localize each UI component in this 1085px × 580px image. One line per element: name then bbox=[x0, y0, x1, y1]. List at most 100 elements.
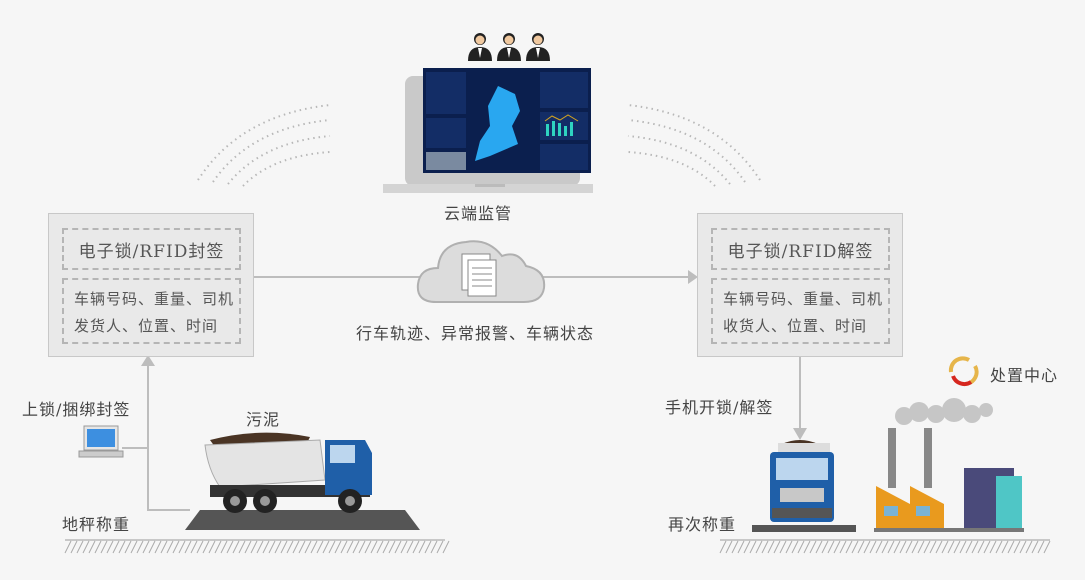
unseal-details: 车辆号码、重量、司机 收货人、位置、时间 bbox=[711, 278, 890, 344]
ground-hatch bbox=[1025, 540, 1033, 554]
ground-hatch bbox=[352, 540, 360, 554]
seal-details: 车辆号码、重量、司机 发货人、位置、时间 bbox=[62, 278, 241, 344]
ground-hatch bbox=[106, 540, 114, 554]
ground-hatch bbox=[815, 540, 823, 554]
ground-hatch bbox=[851, 540, 859, 554]
ground-hatch bbox=[1019, 540, 1027, 554]
ground-hatch bbox=[154, 540, 162, 554]
ground-hatch bbox=[755, 540, 763, 554]
ground-hatch bbox=[1007, 540, 1015, 554]
ground-hatch bbox=[929, 540, 937, 554]
ground-hatch bbox=[406, 540, 414, 554]
ground-hatch bbox=[268, 540, 276, 554]
ground-hatch bbox=[382, 540, 390, 554]
ground-hatch bbox=[388, 540, 396, 554]
ground-hatch bbox=[983, 540, 991, 554]
reweigh-step-label: 再次称重 bbox=[668, 515, 737, 534]
ground-hatch bbox=[743, 540, 751, 554]
ground-hatch bbox=[863, 540, 871, 554]
unseal-detail-line: 收货人、位置、时间 bbox=[723, 317, 868, 335]
ground-hatch bbox=[977, 540, 985, 554]
transfer-data-label: 行车轨迹、异常报警、车辆状态 bbox=[356, 324, 595, 343]
seal-detail-line: 车辆号码、重量、司机 bbox=[74, 290, 235, 308]
ground-hatch bbox=[328, 540, 336, 554]
ground-hatch bbox=[785, 540, 793, 554]
ground-hatch bbox=[869, 540, 877, 554]
ground-hatch bbox=[136, 540, 144, 554]
ground-hatch bbox=[442, 540, 450, 554]
ground-hatch bbox=[725, 540, 733, 554]
recycle-icon bbox=[948, 356, 979, 386]
ground-hatch bbox=[959, 540, 967, 554]
ground-hatch bbox=[424, 540, 432, 554]
ground-hatch bbox=[430, 540, 438, 554]
truck-front-on-scale bbox=[752, 440, 856, 532]
ground-hatch bbox=[376, 540, 384, 554]
lock-step-label: 上锁/捆绑封签 bbox=[22, 400, 131, 419]
ground-hatch bbox=[989, 540, 997, 554]
ground-hatch bbox=[773, 540, 781, 554]
ground-hatch bbox=[845, 540, 853, 554]
ground-hatch bbox=[226, 540, 234, 554]
ground-hatch bbox=[208, 540, 216, 554]
unlock-step-label: 手机开锁/解签 bbox=[665, 398, 774, 417]
weigh-step-label: 地秤称重 bbox=[62, 515, 131, 534]
ground-hatch bbox=[316, 540, 324, 554]
ground-hatch bbox=[917, 540, 925, 554]
ground-hatch bbox=[749, 540, 757, 554]
small-laptop-icon bbox=[78, 425, 124, 458]
ground-hatch bbox=[256, 540, 264, 554]
ground-hatch bbox=[340, 540, 348, 554]
ground-hatch bbox=[238, 540, 246, 554]
ground-hatch bbox=[971, 540, 979, 554]
ground-hatch bbox=[244, 540, 252, 554]
ground-hatch bbox=[995, 540, 1003, 554]
ground-hatch bbox=[310, 540, 318, 554]
ground-hatch bbox=[112, 540, 120, 554]
ground-hatch bbox=[262, 540, 270, 554]
sludge-label: 污泥 bbox=[246, 410, 281, 429]
ground-hatch bbox=[358, 540, 366, 554]
ground-hatch bbox=[346, 540, 354, 554]
seal-title: 电子锁/RFID封签 bbox=[62, 228, 241, 270]
ground-hatch bbox=[809, 540, 817, 554]
ground-hatch bbox=[118, 540, 126, 554]
ground-hatch bbox=[965, 540, 973, 554]
ground-hatch bbox=[875, 540, 883, 554]
ground-hatch bbox=[887, 540, 895, 554]
ground-hatch bbox=[202, 540, 210, 554]
ground-hatch bbox=[412, 540, 420, 554]
unseal-info-panel: 电子锁/RFID解签 车辆号码、重量、司机 收货人、位置、时间 bbox=[697, 213, 903, 357]
ground-hatch bbox=[184, 540, 192, 554]
ground-hatch bbox=[394, 540, 402, 554]
ground-hatch bbox=[935, 540, 943, 554]
unseal-title: 电子锁/RFID解签 bbox=[711, 228, 890, 270]
ground-hatch bbox=[905, 540, 913, 554]
ground-hatch bbox=[719, 540, 727, 554]
ground-hatch bbox=[196, 540, 204, 554]
ground-hatch bbox=[797, 540, 805, 554]
ground-hatch bbox=[827, 540, 835, 554]
ground-hatch bbox=[130, 540, 138, 554]
ground-hatch bbox=[947, 540, 955, 554]
ground-hatch bbox=[1037, 540, 1045, 554]
ground-hatch bbox=[436, 540, 444, 554]
ground-hatch bbox=[166, 540, 174, 554]
seal-detail-line: 发货人、位置、时间 bbox=[74, 317, 219, 335]
ground-hatch bbox=[178, 540, 186, 554]
ground-hatch bbox=[70, 540, 78, 554]
ground-hatch bbox=[88, 540, 96, 554]
ground-hatch bbox=[737, 540, 745, 554]
ground-hatch bbox=[94, 540, 102, 554]
weighbridge bbox=[185, 510, 420, 530]
ground-hatch bbox=[142, 540, 150, 554]
cloud-document-icon bbox=[416, 240, 546, 303]
ground-hatch bbox=[803, 540, 811, 554]
ground-hatch bbox=[899, 540, 907, 554]
ground-hatch bbox=[220, 540, 228, 554]
ground-hatch bbox=[767, 540, 775, 554]
ground-hatch bbox=[304, 540, 312, 554]
cloud-monitor-label: 云端监管 bbox=[444, 204, 513, 223]
seal-info-panel: 电子锁/RFID封签 车辆号码、重量、司机 发货人、位置、时间 bbox=[48, 213, 254, 357]
